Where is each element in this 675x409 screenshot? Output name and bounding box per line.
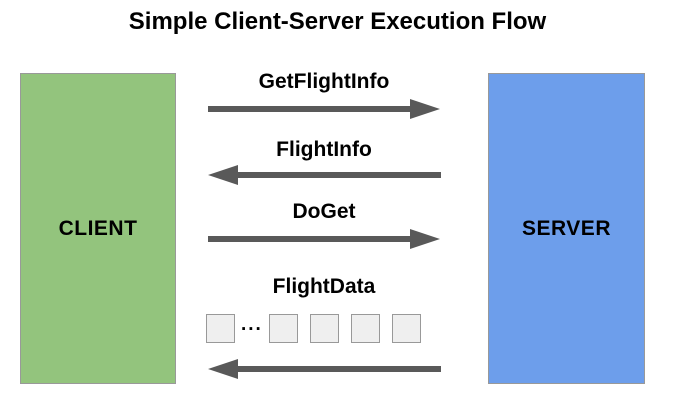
data-box: [206, 313, 235, 343]
arrow-flightdata-left: [206, 358, 442, 380]
node-server[interactable]: SERVER: [488, 73, 645, 384]
data-box: [350, 313, 380, 343]
arrow-getflightinfo-right: [206, 98, 442, 120]
message-label-getflightinfo: GetFlightInfo: [258, 70, 390, 93]
node-server-label: SERVER: [522, 216, 611, 240]
message-label-doget: DoGet: [292, 200, 356, 223]
message-label-flightinfo: FlightInfo: [276, 138, 372, 161]
message-label-flightdata: FlightData: [272, 275, 376, 298]
data-box: [268, 313, 298, 343]
arrow-flightinfo-left: [206, 164, 442, 186]
data-box: [391, 313, 421, 343]
data-stream-boxes: ...: [206, 313, 446, 343]
node-client-label: CLIENT: [58, 216, 138, 240]
page-title: Simple Client-Server Execution Flow: [128, 8, 547, 35]
node-client[interactable]: CLIENT: [20, 73, 176, 384]
data-ellipsis: ...: [241, 313, 263, 335]
arrow-doget-right: [206, 228, 442, 250]
data-box: [309, 313, 339, 343]
